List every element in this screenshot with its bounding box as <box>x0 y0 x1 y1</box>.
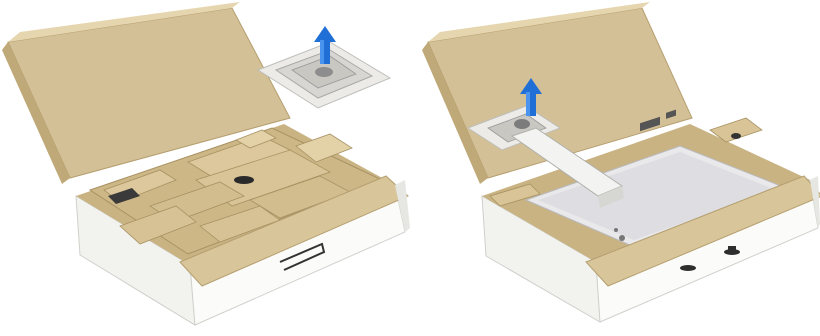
open-box-with-stand-base-icon <box>0 0 410 336</box>
panel-remove-stand-base <box>0 0 410 336</box>
panel-remove-stand <box>410 0 820 336</box>
open-box-with-monitor-and-stand-icon <box>410 0 820 336</box>
